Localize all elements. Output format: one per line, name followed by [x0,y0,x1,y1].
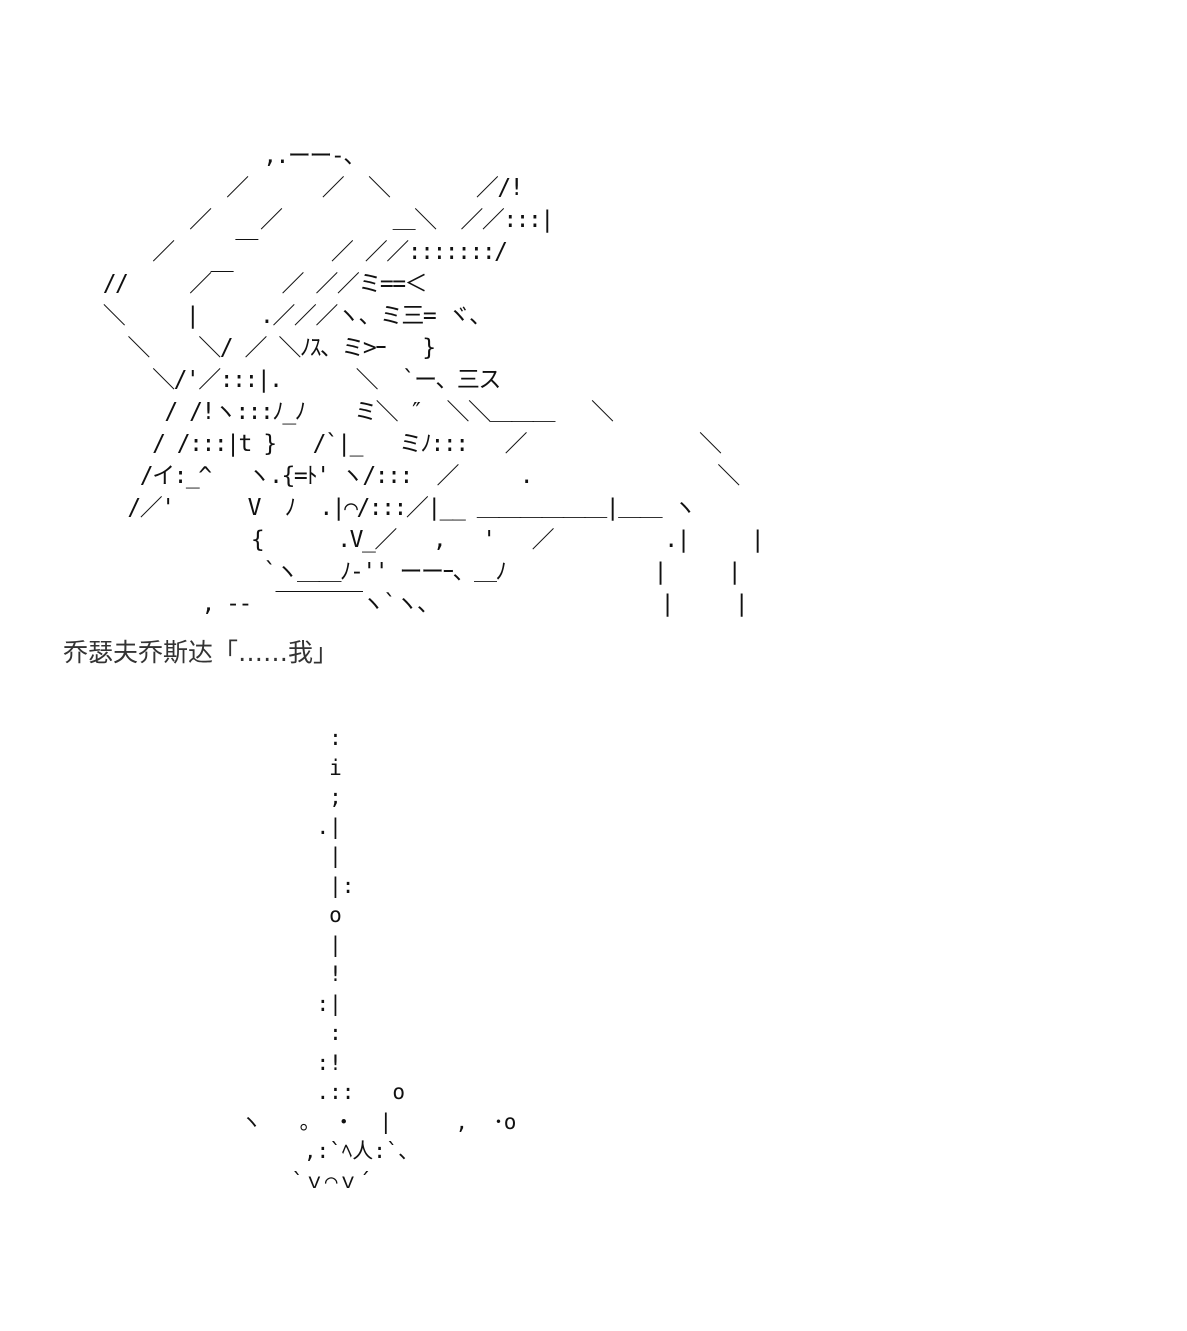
ascii-art-figure: ,.ーー-、 ／ ／ ＼ ／/! ／ ／ ＿＼ ／／:::| ／ ￣ ／ ／／:… [102,143,765,617]
ascii-art-drip: : i ; .| | |: o | ! :| : :! .:: o ヽ 。 ・ … [240,726,517,1193]
dialogue-line: 乔瑟夫乔斯达「……我」 [63,638,339,667]
